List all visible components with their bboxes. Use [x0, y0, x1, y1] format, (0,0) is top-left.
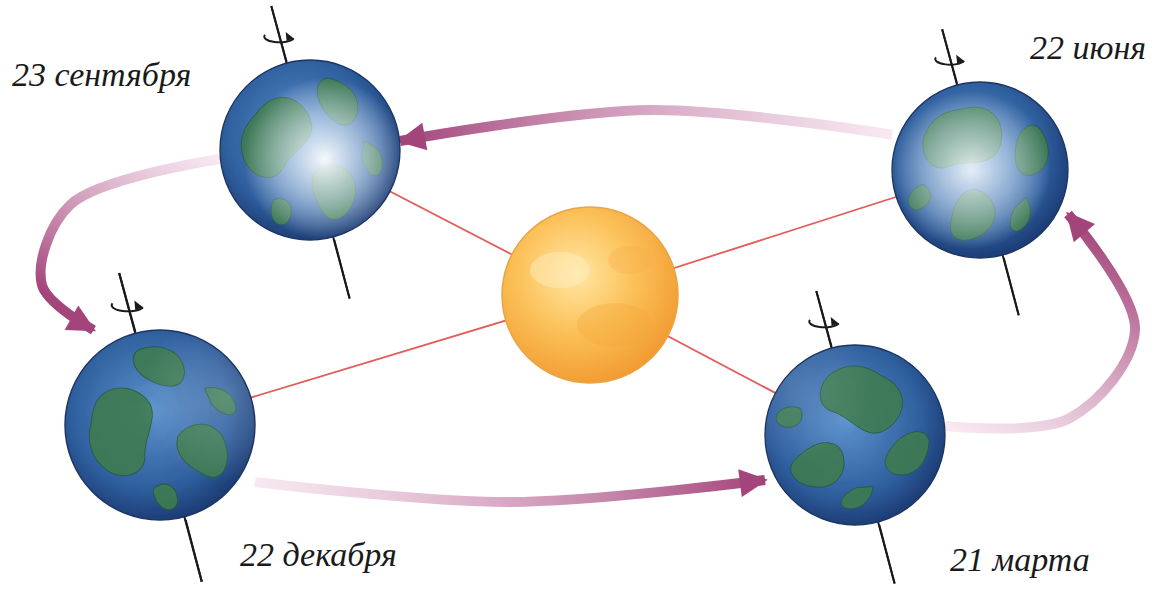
globe-outline — [220, 60, 400, 240]
earth-position: 22 декабря — [65, 330, 255, 520]
sunlit-area — [220, 60, 400, 240]
ocean — [765, 345, 945, 525]
rotation-arrowhead — [956, 55, 964, 64]
date-label: 22 июня — [1030, 28, 1146, 69]
orbit-arrow — [400, 110, 892, 141]
continents — [59, 321, 265, 530]
earth-axis — [334, 240, 349, 299]
globe-outline — [65, 330, 255, 520]
earth-globe — [765, 345, 945, 525]
sunlit-area — [892, 82, 1068, 258]
sun-spot — [577, 303, 653, 347]
sun-spot — [608, 246, 652, 274]
date-label: 22 декабря — [240, 535, 397, 576]
ocean — [65, 330, 255, 520]
earth-position: 23 сентября — [220, 60, 400, 240]
earth-axis — [816, 291, 831, 347]
rotation-arrowhead — [134, 301, 143, 311]
earth-globe — [892, 82, 1068, 258]
date-label: 23 сентября — [12, 55, 191, 96]
earth-axis — [119, 273, 135, 332]
earth-axis — [879, 525, 894, 584]
sunlit-area — [765, 345, 945, 525]
sun-spot — [530, 252, 590, 288]
earth-axis — [271, 6, 286, 62]
date-label: 21 марта — [950, 540, 1090, 581]
ocean — [892, 82, 1068, 258]
earth-globe — [220, 60, 400, 240]
earth-axis — [186, 520, 202, 582]
earth-axis — [942, 29, 957, 84]
ocean — [220, 60, 400, 240]
sunlit-area — [65, 330, 255, 520]
globe-outline — [892, 82, 1068, 258]
sun — [502, 207, 678, 383]
globe-outline — [765, 345, 945, 525]
earth-position: 22 июня — [892, 82, 1068, 258]
continents — [881, 73, 1079, 272]
earth-globe — [65, 330, 255, 520]
earth-axis — [1004, 258, 1019, 315]
orbit-arrow — [255, 480, 765, 502]
rotation-arrowhead — [286, 32, 294, 41]
orbit-arrow — [41, 159, 220, 330]
earth-position: 21 марта — [765, 345, 945, 525]
rotation-arrowhead — [831, 317, 839, 326]
